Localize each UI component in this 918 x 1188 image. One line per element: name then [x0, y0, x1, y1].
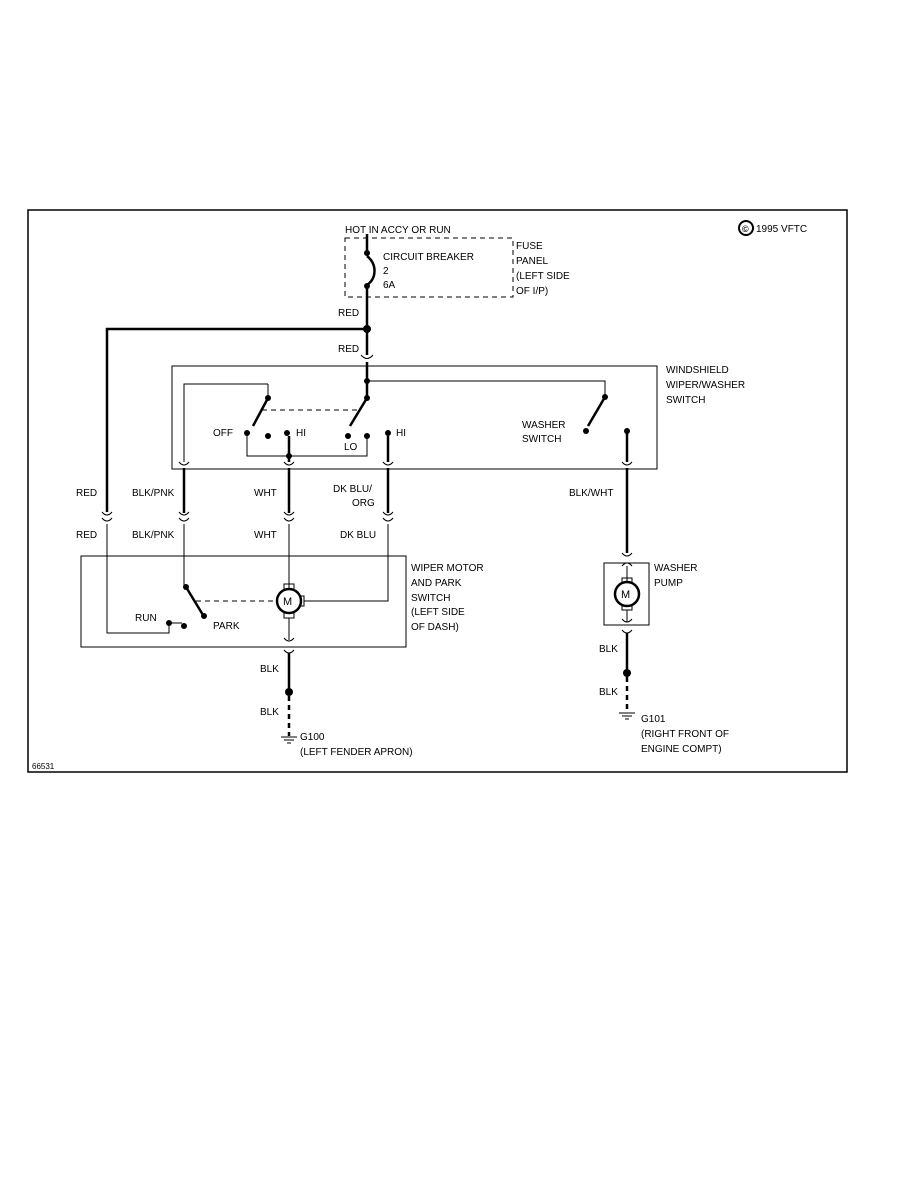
contact-hi-2: [385, 430, 391, 436]
wire-label-blk-pump-1: BLK: [599, 644, 618, 655]
circuit-breaker-name: CIRCUIT BREAKER: [383, 252, 474, 263]
run-label: RUN: [135, 613, 157, 624]
motor-title-4: (LEFT SIDE: [411, 607, 465, 618]
run-contact-2: [181, 623, 187, 629]
contact-off-2: [265, 433, 271, 439]
connector-red-switch: [360, 354, 374, 359]
connector-wht-motor: [283, 511, 295, 522]
connector-motor-ground-a: [283, 637, 295, 642]
wiper-washer-switch-box: [171, 365, 658, 470]
wiper-motor-box: [80, 555, 407, 648]
switch-off-label: OFF: [213, 428, 233, 439]
wire-label-blk-motor-1: BLK: [260, 664, 279, 675]
wire-label-dkblu-org-2: ORG: [352, 498, 375, 509]
switch-hi-label-1: HI: [296, 428, 306, 439]
connector-blk-pnk-motor: [178, 511, 190, 522]
washer-switch-feed: [367, 380, 606, 395]
mode-switch-blade-2: [348, 397, 369, 427]
wire-label-dkblu-org-1: DK BLU/: [333, 484, 372, 495]
park-label: PARK: [213, 621, 240, 632]
wire-label-red-top-2: RED: [338, 344, 359, 355]
switch-lo-label: LO: [344, 442, 358, 453]
connector-red-motor: [101, 511, 113, 522]
wire-label-red-top-1: RED: [338, 308, 359, 319]
connector-blk-pnk-switch: [178, 461, 190, 466]
pump-ground-splice: [623, 669, 631, 677]
washer-switch-blade: [586, 396, 607, 427]
ground-g100-label: G100: [300, 732, 325, 743]
ground-g101-location-2: ENGINE COMPT): [641, 744, 722, 755]
wire-label-blk-pnk-1: BLK/PNK: [132, 488, 175, 499]
wire-label-wht-1: WHT: [254, 488, 277, 499]
washer-switch-label-1: WASHER: [522, 420, 566, 431]
copyright-text: 1995 VFTC: [756, 224, 807, 235]
figure-id: 66531: [32, 762, 55, 771]
fuse-panel-label-1: FUSE: [516, 241, 543, 252]
washer-pump-m: M: [621, 589, 630, 601]
wire-label-red-left-1: RED: [76, 488, 97, 499]
circuit-breaker-number: 2: [383, 266, 389, 277]
wire-label-blk-pnk-2: BLK/PNK: [132, 530, 175, 541]
switch-hi-label-2: HI: [396, 428, 406, 439]
wire-label-dkblu: DK BLU: [340, 530, 376, 541]
circuit-breaker-symbol: [366, 255, 376, 287]
fuse-panel-label-4: OF I/P): [516, 286, 548, 297]
contact-lo: [345, 433, 351, 439]
contact-hi-1: [284, 430, 290, 436]
connector-pump-top-inner: [621, 562, 633, 567]
motor-title-1: WIPER MOTOR: [411, 563, 484, 574]
copyright-symbol: ©: [742, 224, 749, 234]
red-wire-left-branch: [105, 327, 367, 512]
diagram-frame: [27, 209, 848, 773]
wire-label-blk-wht: BLK/WHT: [569, 488, 613, 499]
wire-label-blk-motor-2: BLK: [260, 707, 279, 718]
breaker-terminal-top: [364, 250, 370, 256]
wiper-motor-m: M: [283, 596, 292, 608]
washer-pump-motor-symbol: [613, 580, 641, 608]
fuse-panel-box: [344, 237, 514, 298]
ground-g101-label: G101: [641, 714, 666, 725]
washer-switch-contact-1: [583, 428, 589, 434]
connector-pump-bottom-inner: [621, 618, 633, 623]
switch-title-2: WIPER/WASHER: [666, 380, 745, 391]
motor-title-5: OF DASH): [411, 622, 459, 633]
motor-title-3: SWITCH: [411, 593, 450, 604]
connector-pump-top: [621, 552, 633, 557]
circuit-breaker-rating: 6A: [383, 280, 396, 291]
motor-ground-splice: [285, 688, 293, 696]
washer-switch-label-2: SWITCH: [522, 434, 561, 445]
fuse-panel-label-3: (LEFT SIDE: [516, 271, 570, 282]
wht-junction: [286, 453, 292, 459]
park-switch-blade: [184, 586, 205, 616]
motor-title-2: AND PARK: [411, 578, 462, 589]
hot-label: HOT IN ACCY OR RUN: [345, 225, 451, 236]
connector-blk-wht-switch: [621, 461, 633, 466]
wire-label-red-left-2: RED: [76, 530, 97, 541]
switch-title-3: SWITCH: [666, 395, 705, 406]
wire-label-wht-2: WHT: [254, 530, 277, 541]
dkblu-internal-motor: [304, 524, 389, 602]
wiper-motor-symbol: [275, 587, 303, 615]
pump-title-2: PUMP: [654, 578, 683, 589]
ground-g100-location: (LEFT FENDER APRON): [300, 747, 413, 758]
lo-off-jumper: [246, 433, 368, 457]
connector-wht-switch: [283, 461, 295, 466]
copyright-circle: [738, 220, 754, 236]
park-feed-line: [183, 383, 268, 462]
pump-title-1: WASHER: [654, 563, 698, 574]
park-contact: [201, 613, 207, 619]
fuse-panel-label-2: PANEL: [516, 256, 548, 267]
connector-dkblu-switch: [382, 461, 394, 466]
mode-switch-blade-1: [251, 397, 270, 427]
wire-label-blk-pump-2: BLK: [599, 687, 618, 698]
red-wire-run-contact: [106, 524, 170, 634]
switch-title-1: WINDSHIELD: [666, 365, 729, 376]
ground-g101-location-1: (RIGHT FRONT OF: [641, 729, 729, 740]
connector-dkblu-motor: [382, 511, 394, 522]
